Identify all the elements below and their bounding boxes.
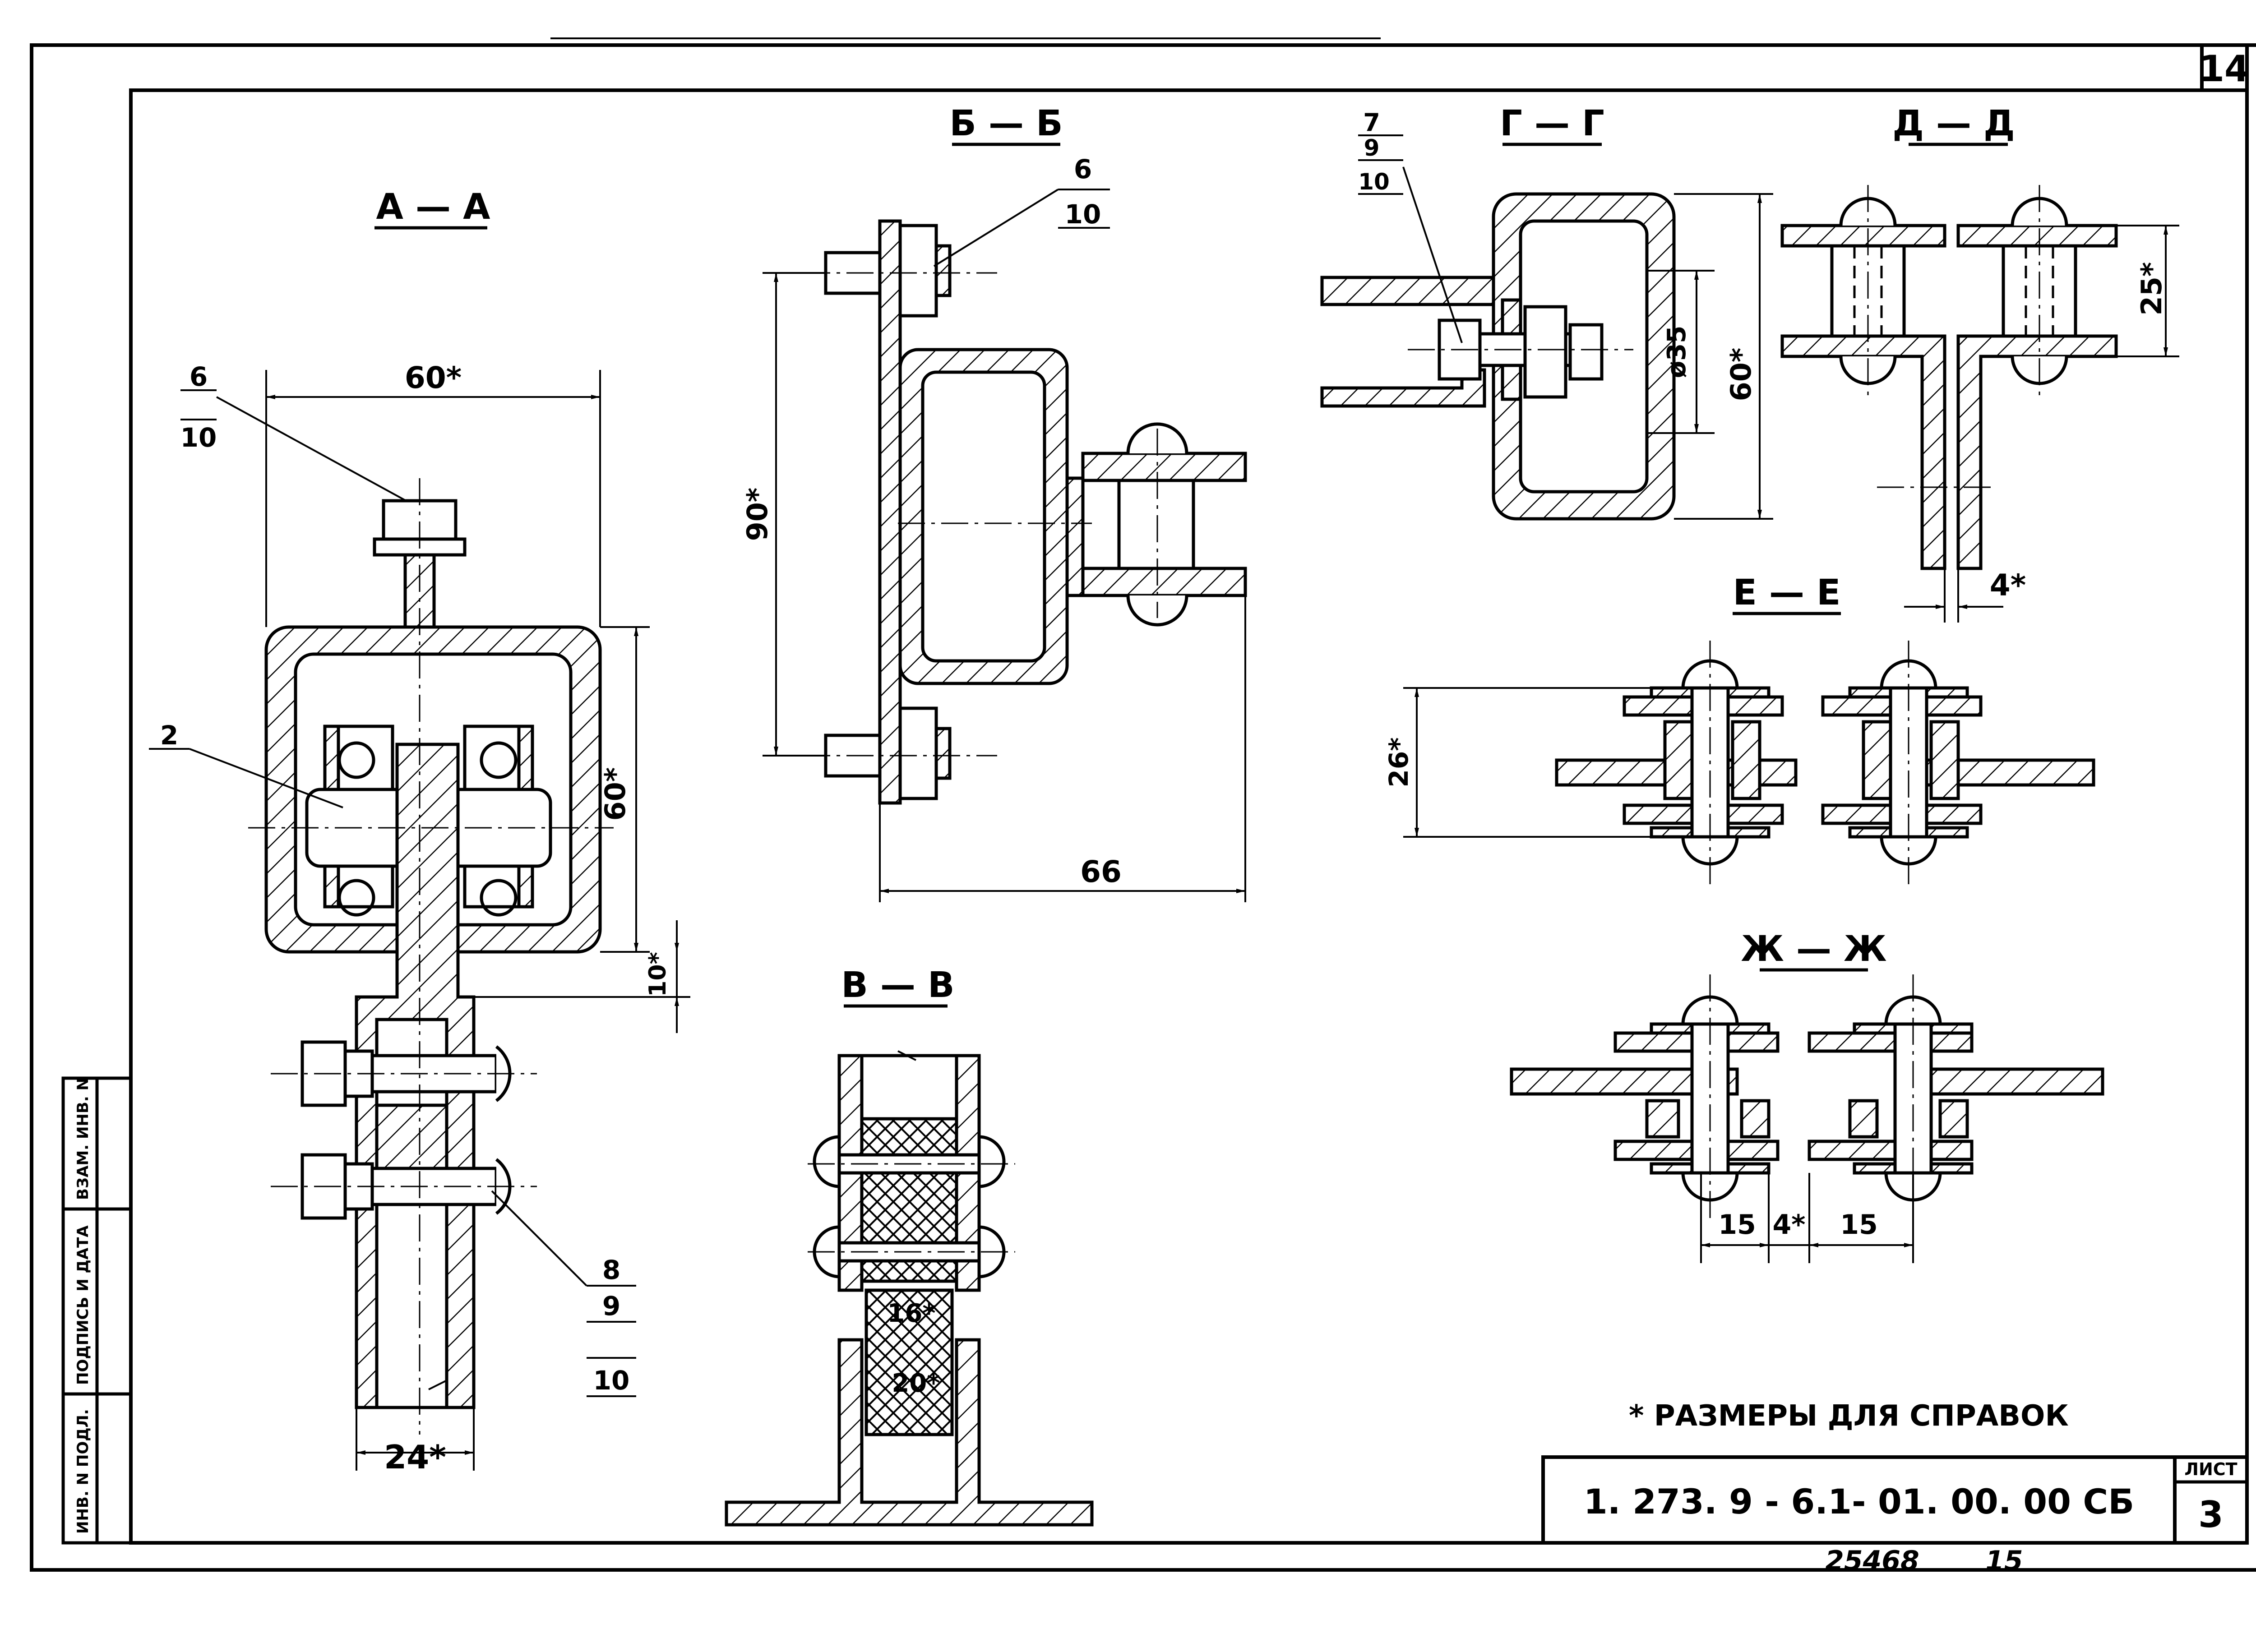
leader-a-nut-2: 9: [602, 1291, 620, 1321]
drawing-frame: [30, 37, 2256, 1572]
dim-e-height: 26*: [1383, 737, 1414, 787]
dim-zh-gap: 4*: [1772, 1209, 1805, 1241]
leader-g-bolt-1: 7: [1363, 108, 1380, 137]
section-g-g: Г — Г: [1320, 103, 1773, 521]
section-b-b: Б — Б: [763, 103, 1247, 902]
section-b-title: Б — Б: [949, 103, 1063, 144]
title-designation: 1. 273. 9 - 6.1- 01. 00. 00 СБ: [1584, 1481, 2134, 1522]
stamp-podpis-data: ПОДПИСЬ И ДАТА: [74, 1225, 92, 1385]
section-v-title: В — В: [841, 965, 954, 1006]
section-d-d: Д — Д: [1780, 103, 2179, 623]
dim-g-diam: ø35: [1662, 326, 1692, 378]
title-block: [1541, 1455, 2249, 1545]
title-sheet-number: 3: [2198, 1494, 2224, 1536]
section-v-v: В — В: [725, 965, 1094, 1527]
stamp-vzam-inv: ВЗАМ. ИНВ. N: [74, 1078, 92, 1200]
dim-a-height: 60*: [599, 767, 632, 821]
leader-g-bolt-3: 10: [1358, 169, 1390, 195]
leader-a-nut-1: 8: [602, 1255, 620, 1285]
reference-note: * РАЗМЕРЫ ДЛЯ СПРАВОК: [1629, 1399, 2069, 1433]
section-e-title: Е — Е: [1733, 572, 1841, 613]
leader-g-bolt-2: 9: [1364, 135, 1380, 161]
sheet-corner-number: 14: [2199, 48, 2249, 90]
side-stamp: [61, 1076, 133, 1545]
leader-a-shaft: 2: [160, 720, 178, 751]
section-a-title: А — А: [376, 187, 490, 227]
dim-b-width: 66: [1080, 854, 1122, 889]
title-sheet-label: ЛИСТ: [2184, 1459, 2237, 1479]
section-d-title: Д — Д: [1892, 103, 2015, 144]
dim-a-offset: 10*: [644, 952, 671, 997]
section-zh-title: Ж — Ж: [1741, 929, 1886, 969]
handwritten-page: 15: [1985, 1545, 2023, 1577]
leader-a-bolt-top: 6: [190, 361, 208, 392]
dim-a-bottom: 24*: [384, 1438, 446, 1476]
dim-a-width: 60*: [405, 360, 462, 395]
dim-d-gap: 4*: [1990, 568, 2026, 603]
leader-b-bolt-top: 6: [1074, 154, 1092, 185]
leader-b-bolt-bottom: 10: [1065, 199, 1101, 230]
section-zh-zh: Ж — Ж: [1510, 929, 2104, 1263]
dim-d-height: 25*: [2135, 262, 2168, 316]
section-e-e: Е — Е: [1403, 572, 2095, 884]
dim-g-height: 60*: [1724, 348, 1757, 401]
handwritten-number: 25468: [1825, 1545, 1919, 1577]
leader-a-nut-3: 10: [593, 1365, 630, 1396]
section-g-title: Г — Г: [1500, 103, 1604, 144]
dim-zh-right: 15: [1840, 1209, 1878, 1241]
stamp-inv-podl: ИНВ. N ПОДЛ.: [74, 1409, 92, 1534]
dim-v-outer: 20*: [892, 1369, 940, 1398]
leader-a-bolt-bottom: 10: [180, 422, 217, 453]
dim-b-height: 90*: [741, 488, 774, 541]
dim-zh-left: 15: [1718, 1209, 1756, 1241]
dim-v-inner: 16*: [887, 1299, 935, 1328]
section-a-a: А — А: [149, 187, 690, 1471]
